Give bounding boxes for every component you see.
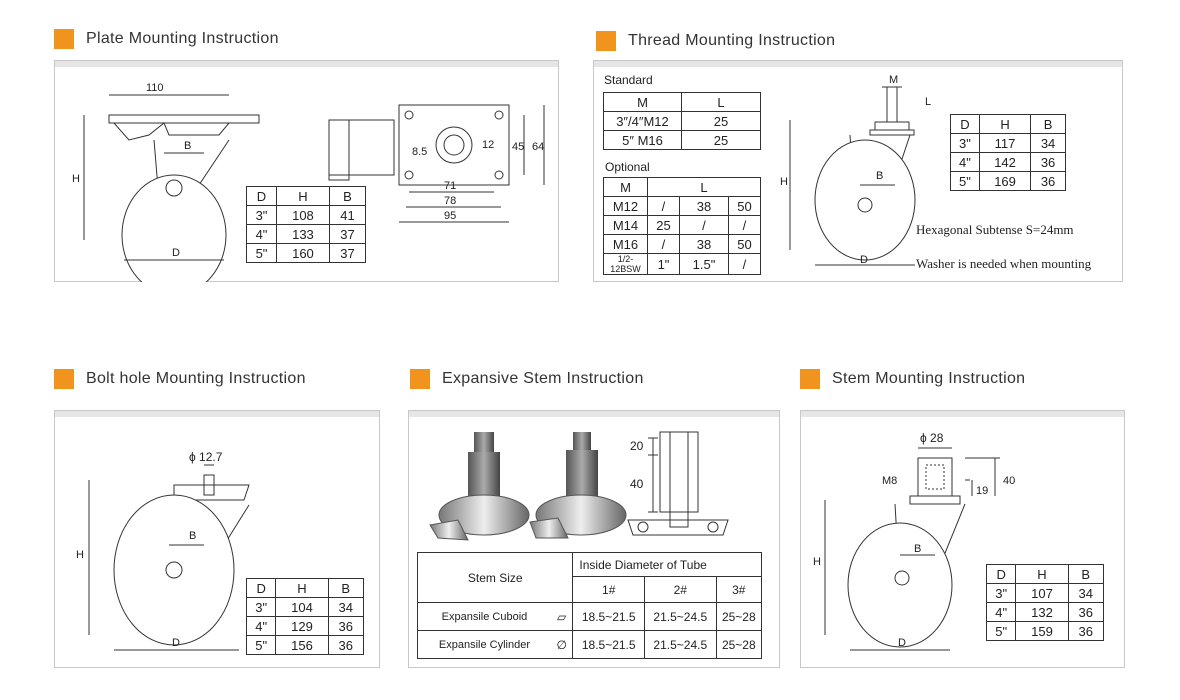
table-row: M12 / 38 50 [603,196,762,216]
table-row: 3″/4″M12 25 [603,111,761,131]
table-row: M14 25 / / [603,215,762,235]
table-row: 3" 117 34 [950,133,1066,153]
hex-subtense-note: Hexagonal Subtense S=24mm [916,222,1074,237]
orange-square-icon [596,31,616,51]
expansive-section-title: Expansive Stem Instruction [410,369,644,389]
dim-l: L [925,96,931,108]
plate-drawing: 110 B H D 8.5 12 45 64 71 78 95 [72,82,545,282]
table-row: 5″ M16 25 [603,130,761,150]
dim-40: 40 [1003,475,1015,487]
table-row: 5" 159 36 [985,621,1105,641]
dim-45: 45 [512,141,524,153]
table-row: 3" 108 41 [246,205,367,225]
dim-95: 95 [444,210,456,222]
thread-drawing: M L H B D [780,74,931,266]
dim-b: B [184,140,191,152]
washer-note: Washer is needed when mounting [916,256,1092,271]
dim-d: D [172,637,180,649]
dim-m: M [889,74,898,86]
table-row: Expansile Cuboid ▱ 18.5~21.5 21.5~24.5 2… [416,602,763,631]
cylinder-symbol-icon: ∅ [550,630,574,659]
bolt-table: D H B 3" 104 34 4" 129 36 5" 156 36 [245,578,365,655]
table-row: 3" 104 34 [245,597,365,617]
stem-panel [800,410,1125,668]
expansile-cylinder-photo [529,432,627,539]
table-row: 1/2-12BSW 1" 1.5" / [603,253,762,275]
bolt-drawing: ϕ 12.7 H B D [76,450,250,651]
dim-40: 40 [630,477,644,491]
dim-12: 12 [482,139,494,151]
dim-d: D [860,254,868,266]
cuboid-symbol-icon: ▱ [550,602,574,631]
thread-section-title: Thread Mounting Instruction [596,31,835,51]
dim-20: 20 [630,439,644,453]
table-row: 3" 107 34 [985,583,1105,603]
optional-label: Optional [605,160,650,174]
table-row: 5" 160 37 [246,243,367,263]
table-header-row: D H B [950,114,1066,134]
bolt-section-title: Bolt hole Mounting Instruction [54,369,306,389]
orange-square-icon [54,29,74,49]
expansile-cuboid-photo [429,432,530,541]
stem-table: D H B 3" 107 34 4" 132 36 5" 159 36 [985,564,1105,641]
dim-h: H [780,176,788,188]
dim-b: B [189,530,196,542]
table-row: Expansile Cylinder ∅ 18.5~21.5 21.5~24.5… [416,630,763,659]
dim-64: 64 [532,141,544,153]
table-row: 4" 142 36 [950,152,1066,172]
orange-square-icon [800,369,820,389]
dim-78: 78 [444,195,456,207]
table-row: 5" 169 36 [950,171,1066,191]
expansive-drawing: 20 40 [429,431,729,541]
optional-table: M L M12 / 38 50 M14 25 / / M16 / 38 50 1… [603,177,762,275]
expansive-section-drawing [627,431,729,536]
orange-square-icon [410,369,430,389]
dim-phi-12-7: ϕ 12.7 [189,450,223,464]
dim-71: 71 [444,180,456,192]
thread-table: D H B 3" 117 34 4" 142 36 5" 169 36 [950,114,1066,191]
table-row: 4" 129 36 [245,616,365,636]
plate-section-title: Plate Mounting Instruction [54,29,279,49]
table-header-row: D H B [245,578,365,598]
expansive-table: Stem Size Inside Diameter of Tube 1# 2# … [416,552,763,659]
standard-label: Standard [604,73,653,87]
table-header-row: Stem Size Inside Diameter of Tube [416,552,762,603]
table-row: 5" 156 36 [245,635,365,655]
orange-square-icon [54,369,74,389]
dim-110: 110 [146,82,164,94]
dim-m8: M8 [882,475,897,487]
table-header-row: D H B [246,186,367,206]
table-row: 4" 133 37 [246,224,367,244]
standard-table: M L 3″/4″M12 25 5″ M16 25 [603,92,761,150]
stem-section-title: Stem Mounting Instruction [800,369,1025,389]
dim-h: H [72,173,80,185]
table-header-row: M L [603,177,761,197]
stem-drawing: ϕ 28 M8 19 40 H B D [813,431,1015,651]
table-header-row: D H B [985,564,1105,584]
dim-b: B [914,543,921,555]
dim-d: D [898,637,906,649]
table-row: 4" 132 36 [985,602,1105,622]
plate-table: D H B 3" 108 41 4" 133 37 5" 160 37 [246,186,367,263]
table-header-row: 1# 2# 3# [418,576,763,603]
dim-8-5: 8.5 [412,146,427,158]
dim-d: D [172,247,180,259]
dim-phi-28: ϕ 28 [920,431,944,445]
dim-19: 19 [976,485,988,497]
dim-b: B [876,170,883,182]
dim-h: H [76,549,84,561]
dim-h: H [813,556,821,568]
table-row: M16 / 38 50 [603,234,762,254]
table-header-row: M L [603,92,761,112]
